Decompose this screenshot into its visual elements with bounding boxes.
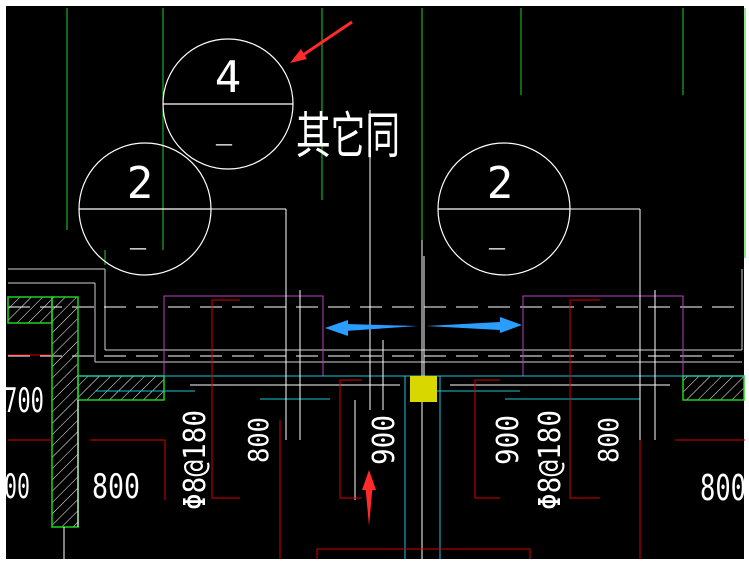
red-arrow-top — [290, 20, 353, 63]
detail-marker-2-right: 2 — — [437, 142, 571, 276]
dim-800-right: 800 — [592, 417, 625, 463]
dim-700: 700 — [4, 381, 44, 421]
detail-marker-number: 2 — [487, 158, 514, 209]
blue-arrow-right — [426, 317, 522, 333]
dim-900-center: 900 — [367, 415, 402, 465]
detail-marker-sub: — — [215, 134, 233, 155]
dim-800-center-left: 800 — [242, 417, 275, 463]
yellow-block — [410, 376, 437, 402]
note-text: 其它同 — [296, 107, 400, 165]
dim-800-far-right: 800 — [700, 468, 746, 509]
detail-marker-number: 2 — [127, 158, 154, 209]
detail-marker-2-left: 2 — — [78, 142, 212, 276]
detail-marker-4: 4 — — [162, 38, 294, 170]
hatched-walls — [7, 296, 745, 528]
blue-arrow-left — [325, 320, 418, 336]
drawing-background — [6, 6, 744, 559]
red-arrow-bottom — [362, 470, 376, 526]
red-rebar-lines — [8, 299, 745, 559]
rebar-label-right: Φ8@180 — [533, 410, 568, 510]
green-wall-lines — [66, 8, 746, 265]
magenta-outlines — [163, 295, 684, 376]
dim-900-right: 900 — [491, 415, 526, 465]
detail-marker-sub: — — [129, 238, 147, 259]
rebar-label-left: Φ8@180 — [178, 410, 213, 510]
dim-800-partial: 00 — [4, 467, 30, 507]
detail-marker-number: 4 — [215, 52, 242, 103]
detail-marker-sub: — — [488, 238, 506, 259]
dim-800-left: 800 — [92, 467, 140, 507]
dashed-lines — [8, 306, 742, 357]
